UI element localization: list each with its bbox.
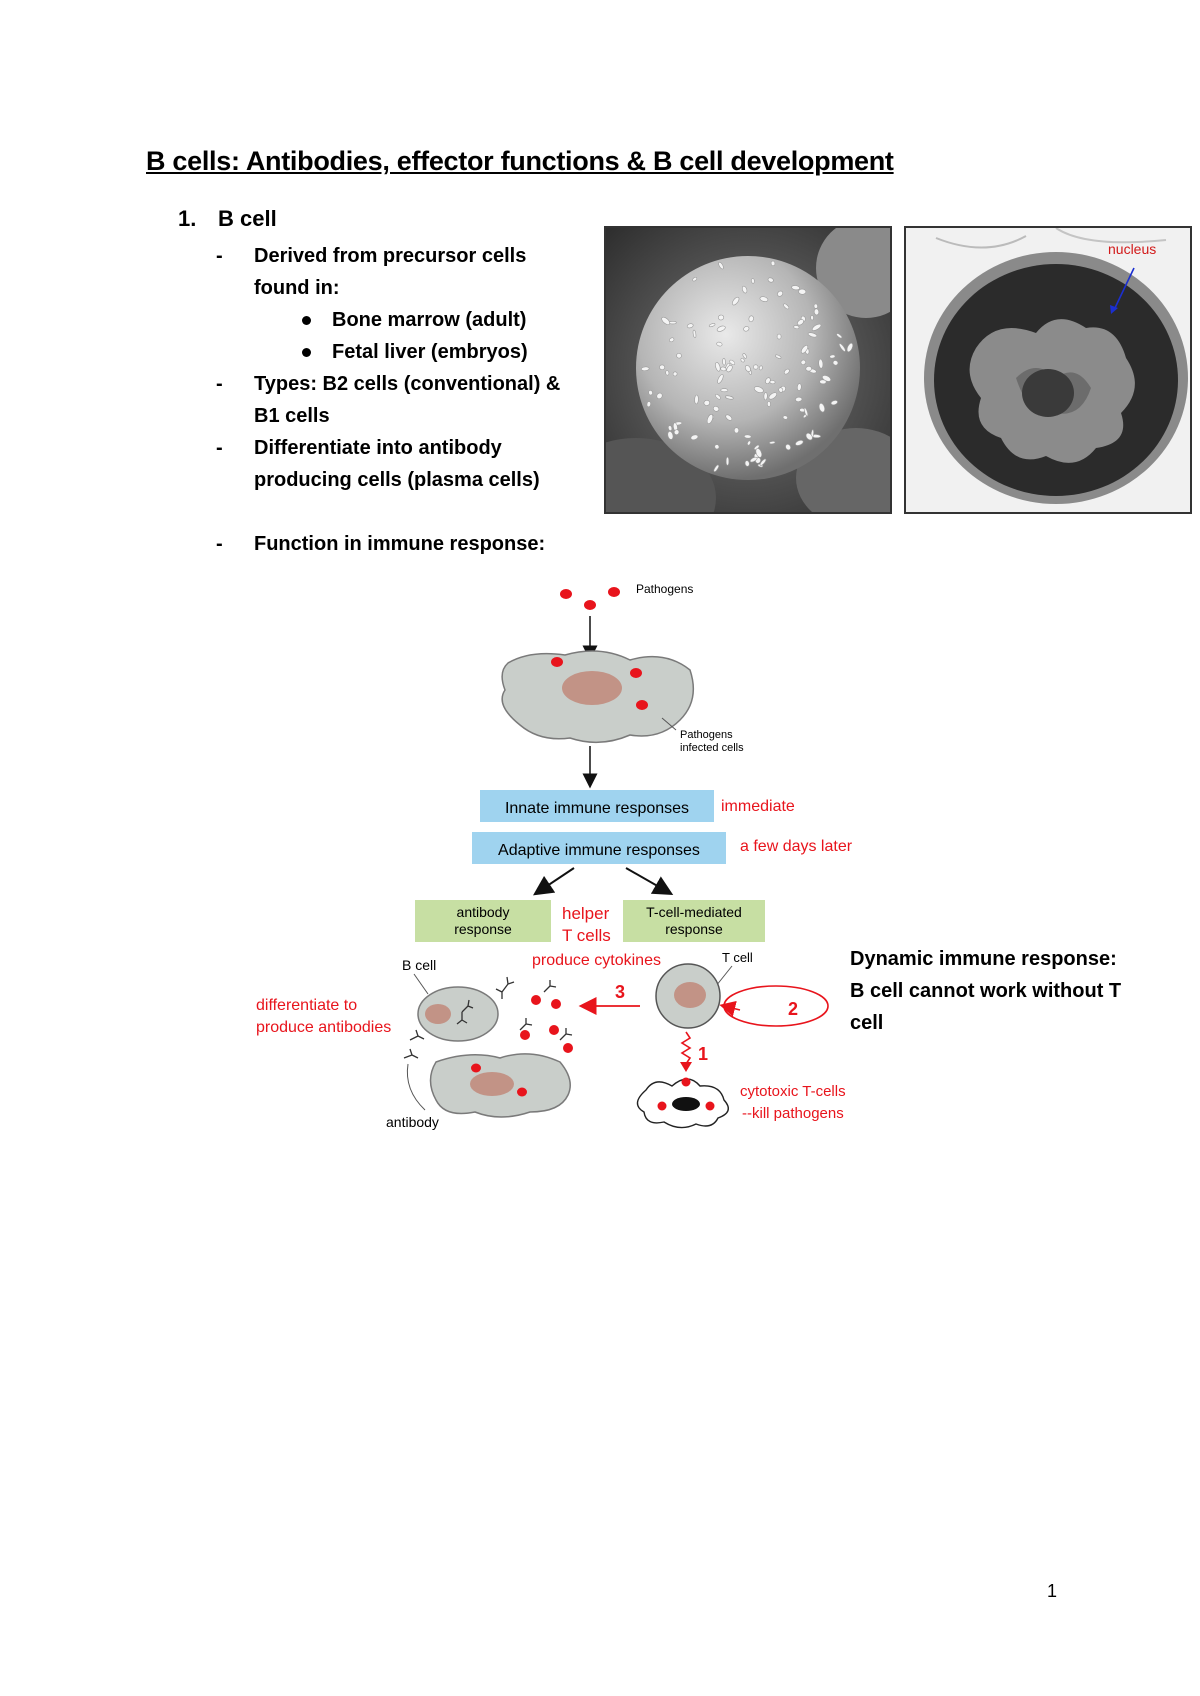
nucleus-label: nucleus bbox=[1108, 241, 1156, 257]
differentiate-label-line1: differentiate to bbox=[256, 997, 357, 1014]
cytotoxic-label-line1: cytotoxic T-cells bbox=[740, 1083, 846, 1100]
bullet-derived-line2: found in: bbox=[254, 277, 340, 299]
tem-micrograph: nucleus bbox=[904, 226, 1192, 514]
sub-bullet-bone-marrow-text: Bone marrow (adult) bbox=[332, 309, 527, 331]
innate-label: Innate immune responses bbox=[505, 800, 689, 817]
sub-bullet-fetal-liver: Fetal liver (embryos) bbox=[302, 336, 528, 368]
side-note: Dynamic immune response: B cell cannot w… bbox=[850, 943, 1150, 1039]
differentiate-label-line2: produce antibodies bbox=[256, 1019, 391, 1036]
b-cell-label: B cell bbox=[402, 957, 436, 973]
infected-label-line2: infected cells bbox=[680, 742, 744, 754]
arrow-left bbox=[533, 867, 575, 896]
bullet-differentiate: - Differentiate into antibody producing … bbox=[216, 432, 574, 496]
t-cell bbox=[655, 963, 721, 1029]
page-title: B cells: Antibodies, effector functions … bbox=[146, 146, 894, 176]
bullet-dot-icon bbox=[302, 348, 311, 357]
sem-micrograph-image bbox=[606, 228, 890, 512]
infected-cell bbox=[501, 650, 695, 744]
self-activation-loop bbox=[723, 985, 829, 1027]
cytotoxic-cell bbox=[636, 1077, 730, 1129]
bullet-dash: - bbox=[216, 533, 223, 555]
tcell-response-line2: response bbox=[665, 921, 723, 937]
produce-cytokines-label: produce cytokines bbox=[532, 952, 661, 969]
bullet-types-line2: B1 cells bbox=[254, 405, 330, 427]
antibody-label: antibody bbox=[386, 1114, 439, 1130]
nucleus-pointer bbox=[1113, 267, 1135, 311]
step-2-label: 2 bbox=[788, 999, 798, 1019]
bullet-dash: - bbox=[216, 373, 223, 395]
bullet-derived: - Derived from precursor cells found in: bbox=[216, 240, 574, 304]
pathogen-particles bbox=[560, 587, 620, 610]
page-number: 1 bbox=[1047, 1581, 1058, 1601]
arrow-right bbox=[625, 867, 674, 895]
sem-micrograph bbox=[604, 226, 892, 514]
immediate-label: immediate bbox=[721, 798, 795, 815]
infected-label-line1: Pathogens bbox=[680, 729, 733, 741]
adaptive-box bbox=[472, 832, 726, 864]
section-heading: 1. B cell bbox=[178, 206, 277, 232]
side-note-line3: cell bbox=[850, 1012, 884, 1034]
pathogens-label: Pathogens bbox=[636, 582, 693, 596]
sub-bullet-bone-marrow: Bone marrow (adult) bbox=[302, 304, 527, 336]
step-1-label: 1 bbox=[698, 1044, 708, 1064]
antibody-response-box bbox=[415, 900, 551, 942]
cytotoxic-label-line2: --kill pathogens bbox=[742, 1105, 844, 1122]
helper-label-line2: T cells bbox=[562, 926, 611, 945]
section-number: 1. bbox=[178, 206, 197, 231]
bullet-dot-icon bbox=[302, 316, 311, 325]
b-cell bbox=[417, 986, 499, 1042]
adaptive-label: Adaptive immune responses bbox=[498, 842, 700, 859]
bullet-differentiate-line2: producing cells (plasma cells) bbox=[254, 469, 540, 491]
bullet-types-line1: Types: B2 cells (conventional) & bbox=[254, 373, 561, 395]
tem-micrograph-image: nucleus bbox=[906, 228, 1190, 512]
tcell-response-line1: T-cell-mediated bbox=[646, 904, 742, 920]
innate-box bbox=[480, 790, 714, 822]
infected-cell-lower bbox=[429, 1053, 571, 1118]
sub-bullet-fetal-liver-text: Fetal liver (embryos) bbox=[332, 341, 528, 363]
bullet-function: - Function in immune response: bbox=[216, 528, 654, 560]
side-note-line2: B cell cannot work without T bbox=[850, 980, 1122, 1002]
bullet-dash: - bbox=[216, 245, 223, 267]
bullet-derived-line1: Derived from precursor cells bbox=[254, 245, 527, 267]
side-note-line1: Dynamic immune response: bbox=[850, 948, 1117, 970]
section-heading-text: B cell bbox=[218, 206, 277, 231]
antibody-cluster bbox=[403, 976, 573, 1059]
cytokine-particles bbox=[520, 995, 573, 1053]
bullet-differentiate-line1: Differentiate into antibody bbox=[254, 437, 502, 459]
few-days-later-label: a few days later bbox=[740, 838, 853, 855]
bullet-types: - Types: B2 cells (conventional) & B1 ce… bbox=[216, 368, 574, 432]
t-cell-label: T cell bbox=[722, 950, 753, 965]
tcell-response-box bbox=[623, 900, 765, 942]
bullet-function-text: Function in immune response: bbox=[254, 533, 546, 555]
antibody-response-line1: antibody bbox=[457, 904, 510, 920]
antibody-response-line2: response bbox=[454, 921, 512, 937]
zigzag-arrow bbox=[680, 1031, 692, 1065]
bullet-dash: - bbox=[216, 437, 223, 459]
step-3-label: 3 bbox=[615, 982, 625, 1002]
helper-label-line1: helper bbox=[562, 904, 610, 923]
